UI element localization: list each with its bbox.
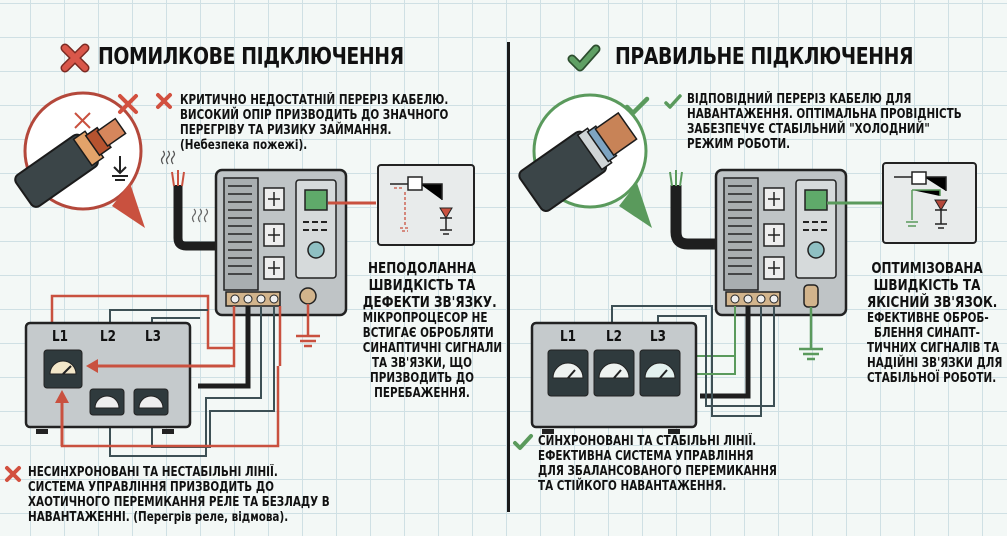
check-icon bbox=[567, 44, 601, 72]
check-icon bbox=[664, 94, 682, 109]
relay-schematic bbox=[882, 162, 977, 244]
check-icon bbox=[513, 434, 533, 450]
left-cable-note: КРИТИЧНО НЕДОСТАТНІЙ ПЕРЕРІЗ КАБЕЛЮ. ВИС… bbox=[180, 93, 449, 153]
right-load-label-l1: L1 bbox=[560, 327, 576, 345]
right-cable-note: ВІДПОВІДНИЙ ПЕРЕРІЗ КАБЕЛЮ ДЛЯ НАВАНТАЖЕ… bbox=[687, 92, 962, 152]
cross-icon bbox=[118, 94, 138, 114]
right-lines-note: СИНХРОНОВАНІ ТА СТАБІЛЬНІ ЛІНІЇ. ЕФЕКТИВ… bbox=[538, 434, 777, 494]
right-load-label-l2: L2 bbox=[606, 327, 622, 345]
panel-divider bbox=[507, 42, 510, 512]
left-load-label-l1: L1 bbox=[52, 327, 68, 345]
left-title: ПОМИЛКОВЕ ПІДКЛЮЧЕННЯ bbox=[98, 44, 404, 70]
heat-icon bbox=[160, 150, 176, 165]
thick-cable-callout bbox=[518, 93, 652, 228]
cross-icon bbox=[60, 43, 90, 73]
left-speed-note: НЕПОДОЛАННА ШВИДКІСТЬ ТА ДЕФЕКТИ ЗВ'ЯЗКУ… bbox=[362, 259, 503, 402]
left-load-label-l2: L2 bbox=[100, 327, 116, 345]
cross-icon bbox=[5, 466, 21, 482]
check-icon bbox=[624, 96, 650, 116]
cross-icon bbox=[156, 93, 172, 109]
right-title: ПРАВИЛЬНЕ ПІДКЛЮЧЕННЯ bbox=[615, 44, 914, 70]
left-lines-note: НЕСИНХРОНОВАНІ ТА НЕСТАБІЛЬНІ ЛІНІЇ. СИС… bbox=[28, 465, 330, 525]
right-speed-note: ОПТИМІЗОВАНА ШВИДКІСТЬ ТА ЯКІСНИЙ ЗВ'ЯЗО… bbox=[867, 259, 1003, 387]
thin-cable-callout bbox=[14, 91, 145, 228]
relay-schematic bbox=[377, 164, 475, 246]
left-load-label-l3: L3 bbox=[145, 327, 161, 345]
right-load-label-l3: L3 bbox=[650, 327, 666, 345]
wrong-wiring-diagram bbox=[24, 164, 475, 457]
